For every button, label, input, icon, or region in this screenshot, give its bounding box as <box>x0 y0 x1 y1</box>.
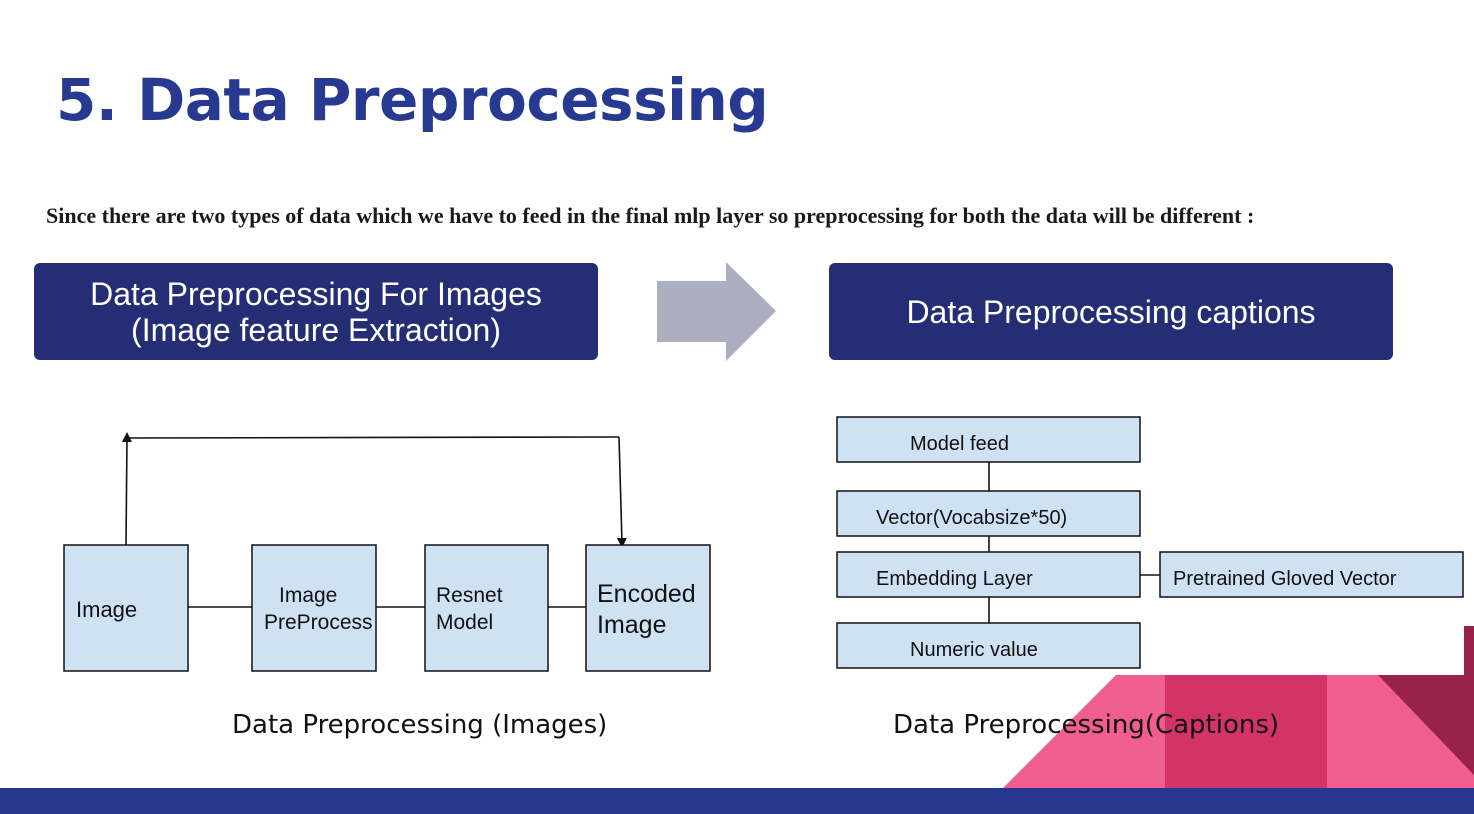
caption-pipeline-nodes: Model feed Vector(Vocabsize*50) Embeddin… <box>836 416 1464 669</box>
node-resnet-model-label-1: Resnet <box>436 584 503 607</box>
loop-arrow-down <box>616 436 627 548</box>
right-arrow-icon <box>657 262 776 361</box>
caption-images: Data Preprocessing (Images) <box>232 710 608 740</box>
banner-caption-preprocessing: Data Preprocessing captions <box>829 263 1393 360</box>
banner-left-line2: (Image feature Extraction) <box>131 311 501 348</box>
node-resnet-model-label-2: Model <box>436 611 493 634</box>
loop-arrow-top <box>126 436 620 439</box>
decor-maroon-shape <box>1378 626 1474 775</box>
image-pipeline-connectors <box>121 432 627 608</box>
node-image <box>63 544 189 672</box>
subtitle: Since there are two types of data which … <box>46 203 1255 228</box>
node-pretrained-gloved-vector <box>1159 551 1464 598</box>
node-model-feed <box>836 416 1141 463</box>
banner-right-line1: Data Preprocessing captions <box>906 293 1316 330</box>
node-encoded-image-label-1: Encoded <box>597 580 696 608</box>
page-title: 5. Data Preprocessing <box>56 66 769 134</box>
caption-captions: Data Preprocessing(Captions) <box>893 710 1280 740</box>
image-pipeline-nodes: Image Image PreProcess Resnet Model Enco… <box>63 544 711 672</box>
node-vector-label: Vector(Vocabsize*50) <box>876 507 1067 529</box>
node-vector <box>836 490 1141 537</box>
node-encoded-image <box>585 544 711 672</box>
node-image-preprocess-label-2: PreProcess <box>264 611 373 634</box>
node-encoded-image-label-2: Image <box>597 611 666 639</box>
node-numeric-value-label: Numeric value <box>910 639 1038 661</box>
banner-left-line1: Data Preprocessing For Images <box>90 275 542 312</box>
node-embedding-layer-label: Embedding Layer <box>876 568 1033 590</box>
caption-pipeline-connectors <box>988 462 1160 623</box>
node-image-label: Image <box>76 597 137 622</box>
bottom-bar <box>0 788 1474 814</box>
decor-crimson-shape <box>1165 675 1327 788</box>
node-embedding-layer <box>836 551 1141 598</box>
node-numeric-value <box>836 622 1141 669</box>
banner-image-preprocessing: Data Preprocessing For Images (Image fea… <box>34 263 598 360</box>
loop-arrow-up <box>121 432 132 546</box>
node-image-preprocess <box>251 544 377 672</box>
node-image-preprocess-label-1: Image <box>279 584 337 607</box>
node-pretrained-gloved-vector-label: Pretrained Gloved Vector <box>1173 568 1397 590</box>
node-resnet-model <box>424 544 549 672</box>
node-model-feed-label: Model feed <box>910 433 1009 455</box>
